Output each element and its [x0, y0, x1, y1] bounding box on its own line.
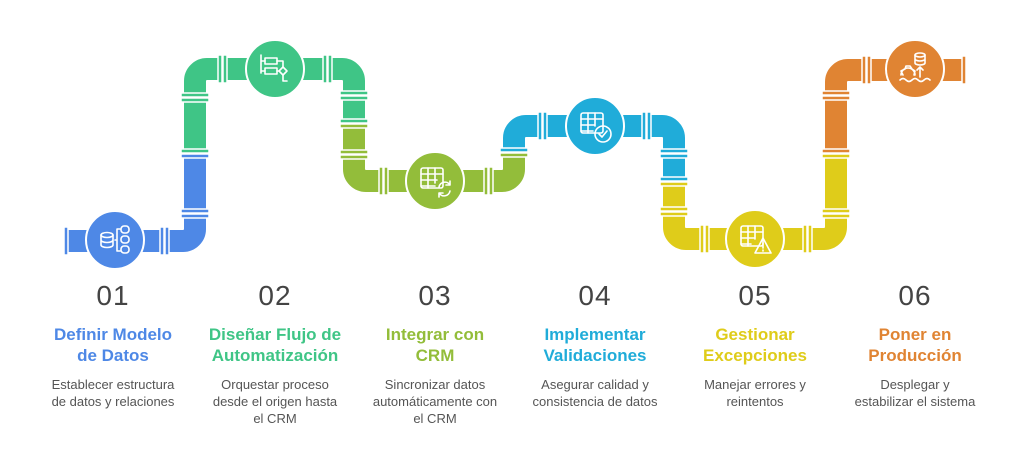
table-warning-icon [740, 225, 772, 254]
step-title: Integrar con CRM [385, 325, 485, 365]
step-number: 05 [738, 280, 772, 311]
step-1: 01 Definir Modelo de Datos Establecer es… [33, 280, 193, 410]
step-2: 02 Diseñar Flujo de Automatización Orque… [195, 280, 355, 427]
step-number: 04 [578, 280, 612, 311]
step-number: 01 [96, 280, 130, 311]
pipe-flange [542, 111, 548, 141]
pipe-flange [821, 213, 851, 219]
pipe-flange [483, 166, 489, 196]
step-description: Manejar errores y reintentos [704, 377, 806, 409]
step-circle [245, 39, 305, 99]
step-1-node [85, 210, 145, 270]
pipe-flange [646, 111, 652, 141]
pipe-flange [322, 54, 328, 84]
pipe-flange [659, 148, 689, 154]
pipe-flange [378, 166, 384, 196]
step-description: Orquestar proceso desde el origen hasta … [212, 377, 338, 426]
pipe-flange [339, 149, 369, 155]
step-3: 03 Integrar con CRM Sincronizar datos au… [355, 280, 515, 427]
table-sync-icon [420, 167, 451, 198]
pipe-flange [659, 181, 689, 187]
step-5: 05 Gestionar Excepciones Manejar errores… [675, 280, 835, 410]
pipe-flange [961, 55, 967, 85]
pipe-flange [383, 166, 389, 196]
pipe-flange [659, 153, 689, 159]
pipe-segment-6 [825, 59, 966, 153]
workflow-diagram-icon [260, 54, 288, 82]
step-description: Sincronizar datos automáticamente con el… [372, 377, 498, 426]
step-4: 04 Implementar Validaciones Asegurar cal… [515, 280, 675, 410]
pipe-flange [641, 111, 647, 141]
pipe-flange [699, 224, 705, 254]
pipe-flange [217, 54, 223, 84]
pipe-flange [659, 176, 689, 182]
pipe-flange [821, 95, 851, 101]
step-description: Asegurar calidad y consistencia de datos [532, 377, 658, 409]
pipe-flange [861, 55, 867, 85]
step-title: Gestionar Excepciones [703, 325, 807, 365]
table-check-icon [580, 112, 612, 143]
pipe-flange [807, 224, 813, 254]
pipe-flange [499, 152, 529, 158]
step-2-node [245, 39, 305, 99]
step-3-node [405, 151, 465, 211]
pipe-flange [339, 95, 369, 101]
database-schema-icon [100, 225, 130, 254]
step-circle [885, 39, 945, 99]
pipe-flange [821, 90, 851, 96]
step-6-node [885, 39, 945, 99]
step-description: Establecer estructura de datos y relacio… [51, 377, 175, 409]
pipe-flange [866, 55, 872, 85]
pipe-flange [180, 208, 210, 214]
pipe-flange [821, 148, 851, 154]
step-6: 06 Poner en Producción Desplegar y estab… [835, 280, 995, 410]
step-title: Implementar Validaciones [543, 325, 647, 365]
pipe-flange [802, 224, 808, 254]
pipe-flange [537, 111, 543, 141]
pipe-flange [488, 166, 494, 196]
pipe-flange [222, 54, 228, 84]
pipe-flange [180, 97, 210, 103]
deploy-database-icon [899, 52, 931, 83]
pipe-flange [180, 153, 210, 159]
pipe-flange [180, 148, 210, 154]
step-title: Definir Modelo de Datos [53, 325, 173, 365]
step-number: 02 [258, 280, 292, 311]
pipe-flange [63, 226, 69, 256]
step-number: 06 [898, 280, 932, 311]
pipe-flange [164, 226, 170, 256]
step-title: Poner en Producción [868, 325, 962, 365]
pipe-flange [659, 211, 689, 217]
pipe-flange [180, 92, 210, 98]
step-description: Desplegar y estabilizar el sistema [854, 377, 976, 409]
pipe-flange [180, 213, 210, 219]
pipe-flange [339, 118, 369, 124]
step-5-node [725, 209, 785, 269]
pipe-flange [339, 154, 369, 160]
pipe-segment-1 [65, 153, 206, 252]
pipe-flange [821, 208, 851, 214]
pipe-flange [159, 226, 165, 256]
pipe-flange [339, 123, 369, 129]
pipe-flange [821, 153, 851, 159]
pipe-flange [327, 54, 333, 84]
pipe-flange [704, 224, 710, 254]
pipe-flange [499, 147, 529, 153]
step-4-node [565, 96, 625, 156]
step-title: Diseñar Flujo de Automatización [208, 325, 342, 365]
pipe-flange [659, 206, 689, 212]
pipe-flange [339, 90, 369, 96]
step-number: 03 [418, 280, 452, 311]
